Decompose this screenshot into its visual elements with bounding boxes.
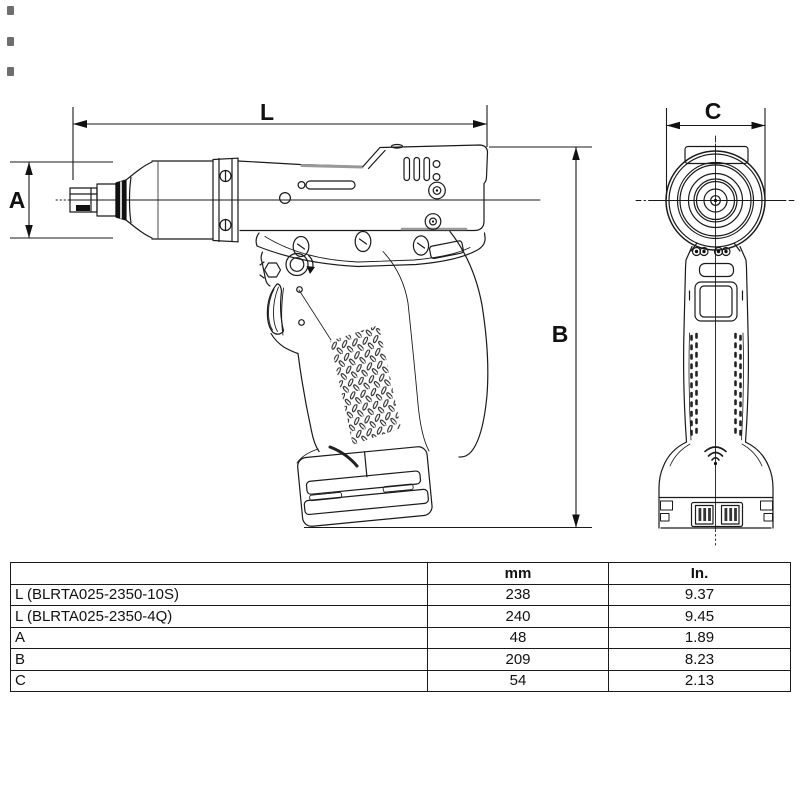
housing-screw-upper [428,181,446,200]
row-in: 8.23 [608,648,791,671]
row-in: 2.13 [608,669,791,692]
row-label: C [10,669,428,692]
row-label: L (BLRTA025-2350-4Q) [10,605,428,628]
dimension-B: B [304,146,592,529]
dim-label-A: A [9,187,26,213]
scan-artifacts [7,6,14,76]
row-mm: 238 [427,583,609,606]
dim-label-B: B [552,321,569,347]
selector-knob [285,252,315,277]
grip-dots [690,332,742,442]
battery-latches [660,500,773,522]
motor-housing [237,143,489,232]
header-empty [10,562,428,585]
row-mm: 54 [427,669,609,692]
table-header-row: mm In. [10,562,791,585]
dim-label-L: L [260,99,274,125]
row-label: L (BLRTA025-2350-10S) [10,583,428,606]
housing-screw-lower [424,213,442,230]
trigger-selector-area [259,251,315,335]
row-in: 1.89 [608,626,791,649]
front-head [665,145,766,251]
table-row: L (BLRTA025-2350-4Q) 240 9.45 [10,605,791,628]
dim-label-C: C [705,98,722,124]
header-in: In. [608,562,791,585]
table-row: C 54 2.13 [10,669,791,692]
front-button [698,262,735,278]
side-view [55,143,541,527]
handle [270,230,489,458]
row-in: 9.45 [608,605,791,628]
row-mm: 240 [427,605,609,628]
indicator-lights [691,246,731,257]
trigger [266,283,285,335]
technical-drawing: L A B C [7,6,795,548]
front-centerlines [635,135,795,548]
battery-pack-side [296,445,433,527]
lower-housing [255,230,486,268]
gear-housing-barrel [125,157,239,243]
row-mm: 209 [427,648,609,671]
header-mm: mm [427,562,609,585]
grip-texture [330,325,401,445]
dimension-C: C [665,98,766,199]
dimension-A: A [9,161,113,239]
front-view [635,135,795,548]
dimension-L: L [72,99,488,180]
wireless-mark [704,446,727,466]
front-trigger [688,281,744,322]
front-neck [683,242,749,331]
connector-block [690,501,744,528]
row-in: 9.37 [608,583,791,606]
table-row: L (BLRTA025-2350-10S) 238 9.37 [10,583,791,606]
vent-slits [403,156,431,182]
table-row: B 209 8.23 [10,648,791,671]
front-handle [682,329,750,443]
front-battery [658,441,774,529]
table-row: A 48 1.89 [10,626,791,649]
row-mm: 48 [427,626,609,649]
dimensions-table: mm In. L (BLRTA025-2350-10S) 238 9.37 L … [10,562,791,692]
row-label: A [10,626,428,649]
row-label: B [10,648,428,671]
